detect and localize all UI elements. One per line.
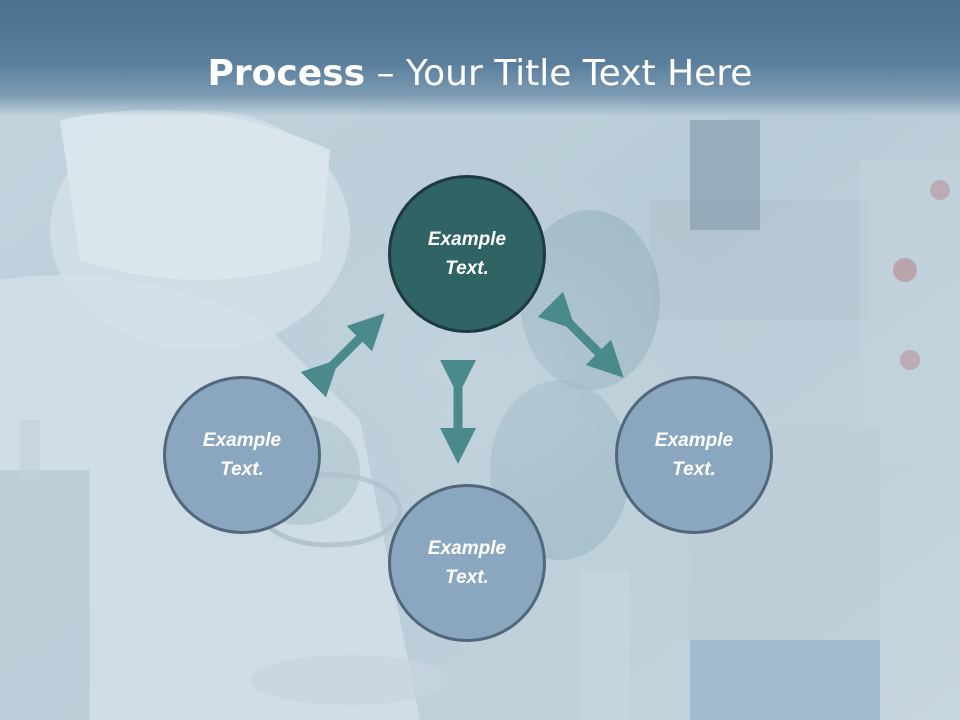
title-bold: Process (207, 53, 366, 94)
node-right: Example Text. (615, 376, 773, 534)
title-band (0, 0, 960, 116)
node-left: Example Text. (163, 376, 321, 534)
page-title: Process – Your Title Text Here (0, 52, 960, 96)
title-separator: – (365, 53, 406, 94)
node-left-label: Example Text. (202, 430, 282, 480)
node-right-label: Example Text. (654, 430, 734, 480)
title-rest: Your Title Text Here (405, 53, 753, 94)
node-top-label: Example Text. (427, 229, 507, 279)
arrow-top-left (300, 313, 385, 398)
node-bottom: Example Text. (388, 484, 546, 642)
node-top: Example Text. (388, 175, 546, 333)
arrow-top-right (537, 291, 624, 378)
node-bottom-label: Example Text. (427, 538, 507, 588)
